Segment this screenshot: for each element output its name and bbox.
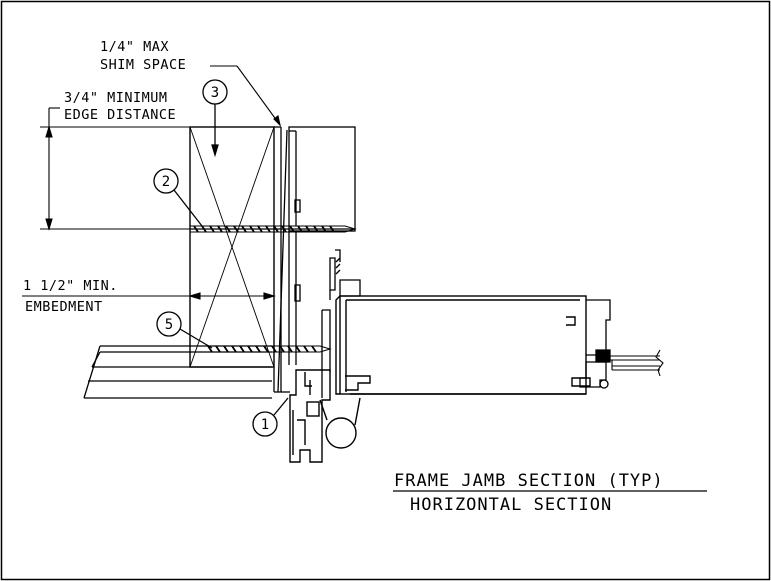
shim-space-leader bbox=[210, 65, 281, 127]
title-sub: HORIZONTAL SECTION bbox=[410, 495, 612, 515]
note-embed-line1: 1 1/2" MIN. bbox=[23, 278, 118, 294]
note-shim-line2: SHIM SPACE bbox=[100, 57, 186, 73]
note-edge-line2: EDGE DISTANCE bbox=[64, 107, 176, 123]
callout-5-marker bbox=[156, 311, 213, 349]
edge-distance-dimension bbox=[40, 107, 190, 231]
title-main: FRAME JAMB SECTION (TYP) bbox=[394, 471, 664, 491]
callout-1-marker bbox=[252, 397, 289, 437]
embedment-dimension bbox=[22, 292, 276, 300]
screw-upper bbox=[190, 225, 357, 233]
hinge-bulb bbox=[319, 397, 361, 449]
callout-3-marker bbox=[202, 79, 228, 158]
callout-2-marker bbox=[153, 168, 203, 227]
callout-2-number: 2 bbox=[162, 174, 170, 190]
glazing-stop bbox=[579, 299, 611, 389]
callout-3-number: 3 bbox=[211, 85, 219, 101]
note-embed-line2: EMBEDMENT bbox=[25, 299, 103, 315]
note-edge-line1: 3/4" MINIMUM bbox=[64, 90, 168, 106]
note-shim-line1: 1/4" MAX bbox=[100, 39, 169, 55]
frame-profile-upper bbox=[288, 126, 356, 365]
frame-extrusion-cap bbox=[321, 249, 361, 398]
frame-extrusion-lower bbox=[289, 369, 331, 463]
vent-sash bbox=[335, 295, 591, 395]
glass-infill bbox=[604, 349, 664, 377]
wood-buck bbox=[189, 126, 275, 368]
wall-slab bbox=[83, 345, 272, 399]
callout-1-number: 1 bbox=[261, 417, 269, 433]
callout-5-number: 5 bbox=[165, 317, 173, 333]
